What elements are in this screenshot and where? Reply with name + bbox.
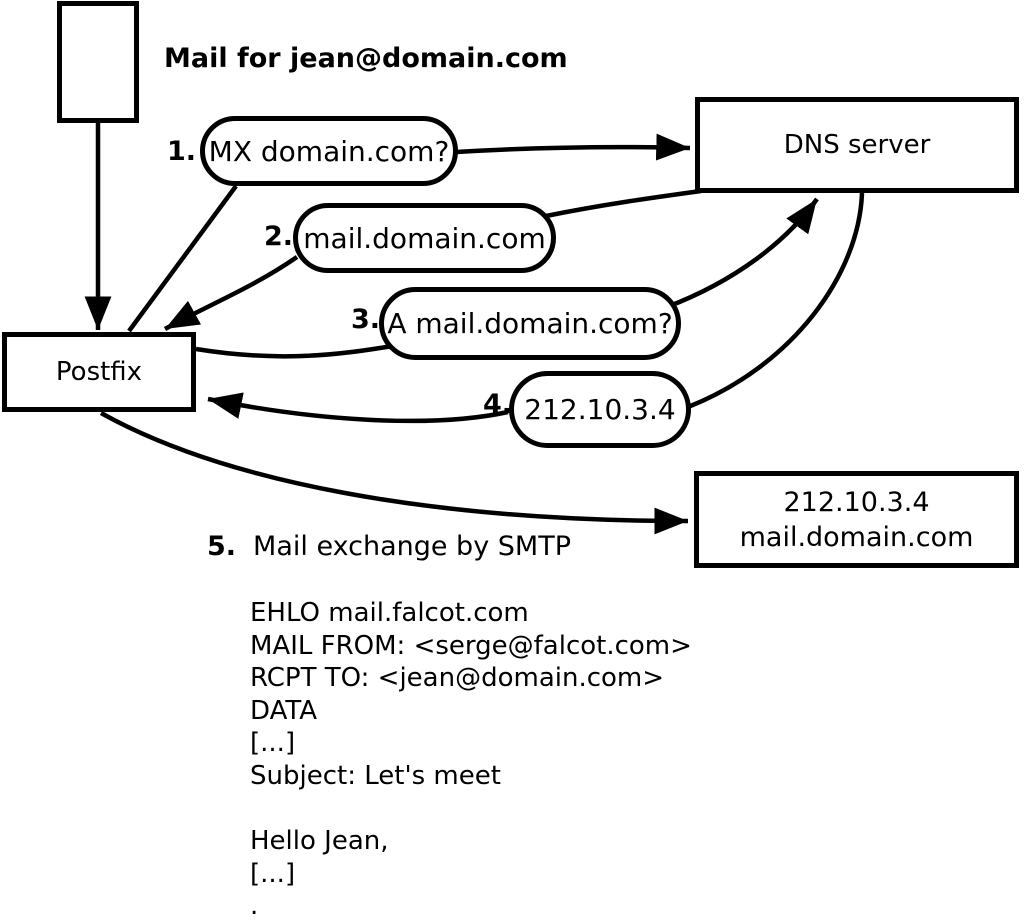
line-postfix-to-step1 <box>127 184 238 333</box>
postfix-label: Postfix <box>55 357 143 387</box>
mail-server-ip: 212.10.3.4 <box>783 486 930 518</box>
step4-label: 212.10.3.4 <box>524 393 676 426</box>
dns-server-node: DNS server <box>695 97 1019 193</box>
step5-number: 5. <box>207 531 237 562</box>
diagram-title: Mail for jean@domain.com <box>164 43 568 74</box>
step2-pill: mail.domain.com <box>293 203 556 273</box>
mail-server-node: 212.10.3.4 mail.domain.com <box>694 471 1019 568</box>
line-dns-to-step4 <box>687 192 865 410</box>
postfix-node: Postfix <box>2 332 196 412</box>
step3-label: A mail.domain.com? <box>387 307 673 340</box>
step1-number: 1. <box>167 136 197 167</box>
arrow-postfix-to-mailserver-smtp <box>99 411 689 535</box>
arrow-step4-to-postfix <box>207 392 509 424</box>
step1-pill: MX domain.com? <box>200 116 458 186</box>
step3-pill: A mail.domain.com? <box>379 287 681 360</box>
step2-label: mail.domain.com <box>303 221 546 255</box>
line-dns-to-step2 <box>545 188 702 219</box>
step5-label: Mail exchange by SMTP <box>253 531 571 562</box>
step3-number: 3. <box>351 304 381 335</box>
step5-caption: 5. Mail exchange by SMTP <box>207 532 571 562</box>
arrow-step1-to-dns <box>455 133 691 161</box>
step4-pill: 212.10.3.4 <box>509 371 691 448</box>
step4-number: 4. <box>483 389 513 420</box>
step1-label: MX domain.com? <box>208 134 450 168</box>
arrow-step2-to-postfix <box>163 255 299 331</box>
arrow-step3-to-dns <box>666 197 819 310</box>
line-postfix-to-step3 <box>195 343 393 359</box>
mail-message-box <box>57 1 139 123</box>
step2-number: 2. <box>264 221 294 252</box>
dns-server-label: DNS server <box>783 130 931 160</box>
mail-server-hostname: mail.domain.com <box>739 521 974 553</box>
smtp-session-text: EHLO mail.falcot.com MAIL FROM: <serge@f… <box>250 598 692 922</box>
